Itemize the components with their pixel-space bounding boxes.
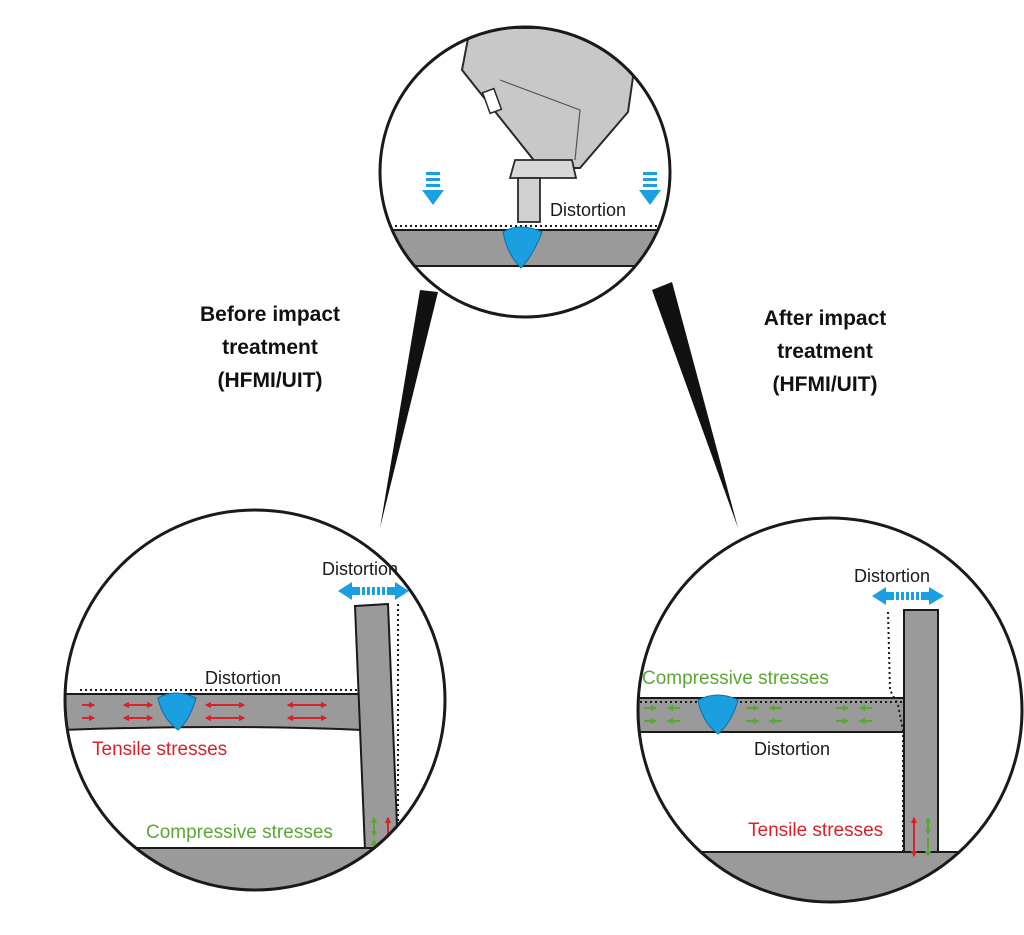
before-distortion-plate-label: Distortion [205,668,281,688]
before-heading-line-2: treatment [222,336,318,359]
before-distortion-arrow [338,582,409,600]
before-heading-line-1: Before impact [199,303,341,326]
after-compressive-label: Compressive stresses [642,668,829,689]
after-horizontal-plate [638,697,907,733]
before-tensile-label: Tensile stresses [92,739,227,760]
after-weld-bead [697,694,739,735]
connector-left [380,290,438,528]
before-detail-circle: Distortion Distortion Tensile stresses C… [63,508,447,892]
top-weld-bead [502,226,543,269]
before-heading-line-3: (HFMI/UIT) [217,369,323,392]
before-heading: Before impact treatment (HFMI/UIT) [165,298,375,397]
before-horizontal-plate [65,693,363,732]
top-distortion-arrow-right [639,172,661,205]
after-heading-line-2: treatment [777,340,873,363]
top-distortion-arrow-left [422,172,444,205]
after-tensile-label: Tensile stresses [748,820,883,841]
before-tensile-arrows [82,701,328,722]
after-distortion-top-label: Distortion [854,566,930,586]
before-compressive-label: Compressive stresses [146,822,333,843]
after-heading-line-3: (HFMI/UIT) [772,373,878,396]
before-weld-bead [157,692,197,731]
after-detail-circle: Distortion Compressive stresses Distorti… [636,516,1024,904]
after-compressive-arrows [644,704,872,725]
top-distortion-label: Distortion [550,200,626,220]
impact-tool [460,27,642,223]
after-heading: After impact treatment (HFMI/UIT) [725,302,925,401]
after-vertical-plate [903,609,939,856]
after-tensile-arrows [910,816,932,858]
top-detail-circle: Distortion [378,25,672,319]
after-heading-line-1: After impact [763,307,887,330]
after-distortion-arrow [872,587,944,605]
before-distortion-top-label: Distortion [322,559,398,579]
before-base-plate [65,847,445,890]
connector-right [652,282,738,528]
after-distortion-plate-label: Distortion [754,739,830,759]
